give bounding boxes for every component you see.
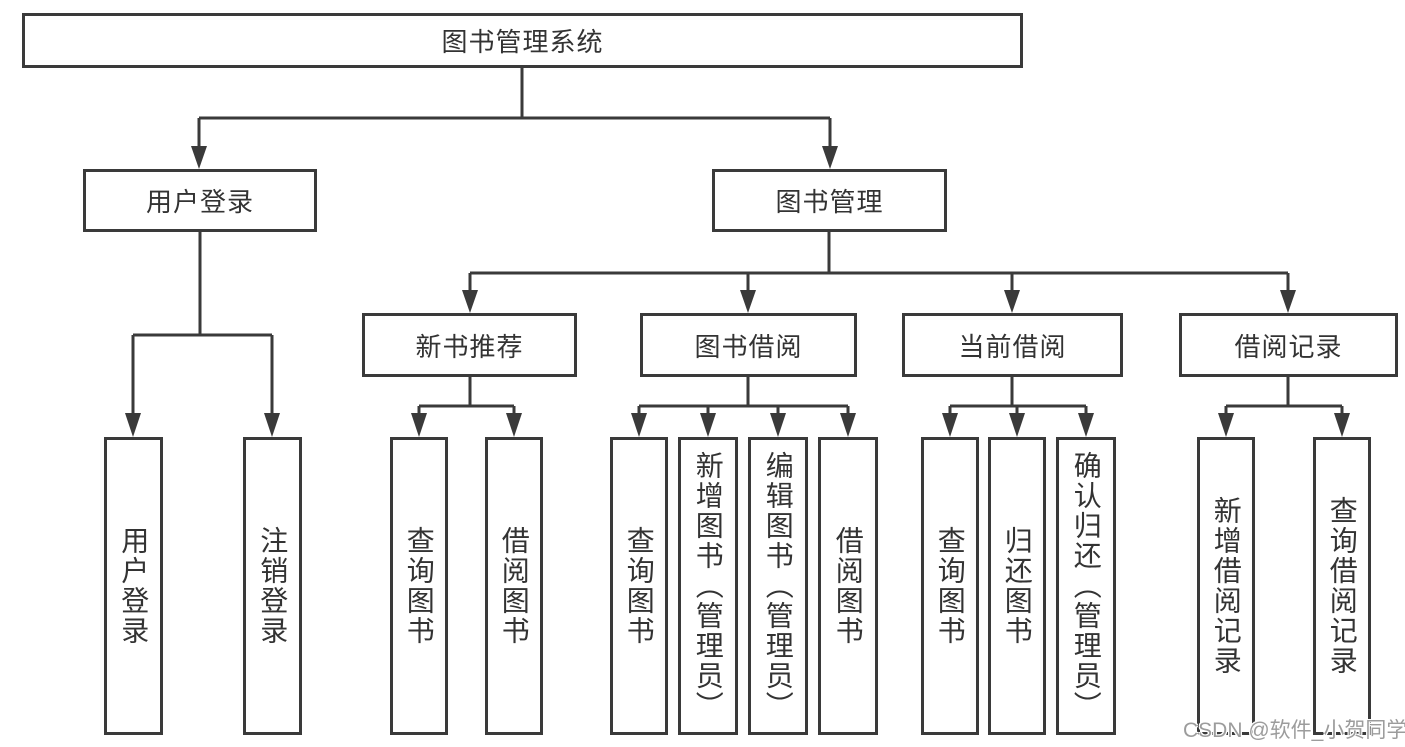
connector-current-borrowing-to-leaves bbox=[942, 374, 1094, 437]
arrowhead-icon bbox=[631, 413, 647, 437]
node-new-book-recommendation: 新书推荐 bbox=[362, 313, 577, 377]
node-library-management-system: 图书管理系统 bbox=[22, 13, 1023, 68]
arrowhead-icon bbox=[125, 413, 141, 437]
arrowhead-icon bbox=[506, 413, 522, 437]
leaf-query-books-borrowing: 查询图书 bbox=[610, 437, 668, 735]
node-label: 借阅图书 bbox=[498, 526, 530, 646]
leaf-add-borrow-record: 新增借阅记录 bbox=[1197, 437, 1255, 735]
arrowhead-icon bbox=[1334, 413, 1350, 437]
arrowhead-icon bbox=[740, 290, 756, 313]
node-label: 编辑图书（管理员） bbox=[762, 451, 794, 721]
node-label: 图书借阅 bbox=[694, 331, 803, 362]
arrowhead-icon bbox=[840, 413, 856, 437]
node-book-borrowing: 图书借阅 bbox=[640, 313, 857, 377]
arrowhead-icon bbox=[822, 146, 838, 169]
node-label: 查询图书 bbox=[623, 526, 655, 646]
leaf-query-books-recommend: 查询图书 bbox=[390, 437, 448, 735]
arrowhead-icon bbox=[1004, 290, 1020, 313]
node-label: 用户登录 bbox=[118, 526, 150, 646]
leaf-logout: 注销登录 bbox=[243, 437, 302, 735]
node-current-borrowing: 当前借阅 bbox=[902, 313, 1123, 377]
node-label: 用户登录 bbox=[145, 187, 254, 217]
leaf-return-books: 归还图书 bbox=[988, 437, 1046, 735]
node-label: 借阅图书 bbox=[832, 526, 864, 646]
watermark: CSDN @软件_小贺同学 bbox=[1183, 719, 1405, 742]
leaf-confirm-return-admin: 确认归还（管理员） bbox=[1056, 437, 1116, 735]
leaf-query-books-current: 查询图书 bbox=[921, 437, 979, 735]
arrowhead-icon bbox=[1078, 413, 1094, 437]
connector-root-to-level2 bbox=[191, 66, 838, 169]
leaf-add-book-admin: 新增图书（管理员） bbox=[678, 437, 738, 735]
connector-new-book-recommendation-to-leaves bbox=[411, 374, 522, 437]
arrowhead-icon bbox=[770, 413, 786, 437]
node-label: 查询借阅记录 bbox=[1326, 496, 1358, 676]
node-label: 图书管理系统 bbox=[441, 27, 604, 57]
node-label: 新书推荐 bbox=[415, 331, 524, 362]
connector-book-management-to-level3 bbox=[462, 230, 1296, 313]
arrowhead-icon bbox=[1280, 290, 1296, 313]
arrowhead-icon bbox=[700, 413, 716, 437]
arrowhead-icon bbox=[191, 146, 207, 169]
node-label: 新增图书（管理员） bbox=[692, 451, 724, 721]
node-label: 图书管理 bbox=[775, 187, 884, 217]
node-label: 归还图书 bbox=[1001, 526, 1033, 646]
node-user-login: 用户登录 bbox=[83, 169, 317, 232]
leaf-borrow-books-recommend: 借阅图书 bbox=[485, 437, 543, 735]
node-label: 查询图书 bbox=[934, 526, 966, 646]
arrowhead-icon bbox=[1218, 413, 1234, 437]
node-label: 注销登录 bbox=[257, 526, 289, 646]
arrowhead-icon bbox=[942, 413, 958, 437]
node-borrowing-records: 借阅记录 bbox=[1179, 313, 1398, 377]
connector-book-borrowing-to-leaves bbox=[631, 374, 856, 437]
node-label: 新增借阅记录 bbox=[1210, 496, 1242, 676]
node-label: 借阅记录 bbox=[1234, 331, 1343, 362]
leaf-user-login: 用户登录 bbox=[104, 437, 163, 735]
arrowhead-icon bbox=[411, 413, 427, 437]
node-label: 查询图书 bbox=[403, 526, 435, 646]
node-label: 当前借阅 bbox=[958, 331, 1067, 362]
leaf-edit-book-admin: 编辑图书（管理员） bbox=[748, 437, 808, 735]
leaf-borrow-books-borrowing: 借阅图书 bbox=[818, 437, 878, 735]
arrowhead-icon bbox=[1009, 413, 1025, 437]
leaf-query-borrow-record: 查询借阅记录 bbox=[1313, 437, 1371, 735]
node-book-management: 图书管理 bbox=[712, 169, 947, 232]
arrowhead-icon bbox=[264, 413, 280, 437]
connector-user-login-to-leaves bbox=[125, 230, 280, 437]
arrowhead-icon bbox=[462, 290, 478, 313]
node-label: 确认归还（管理员） bbox=[1070, 451, 1102, 721]
connector-borrowing-records-to-leaves bbox=[1218, 374, 1350, 437]
